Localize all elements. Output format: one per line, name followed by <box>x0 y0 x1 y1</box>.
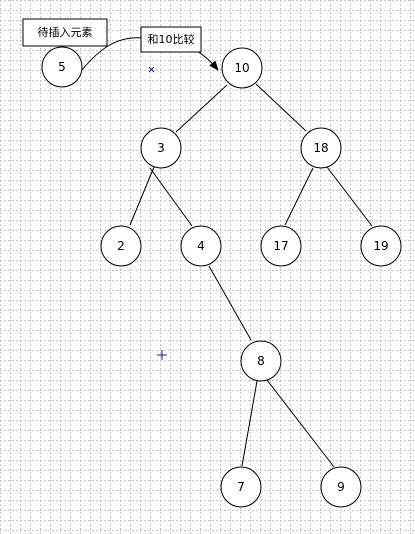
node-18-value: 18 <box>313 141 328 155</box>
tree-edges <box>129 83 373 468</box>
node-9: 9 <box>320 466 362 508</box>
pending-value: 5 <box>58 60 66 74</box>
edge-8-9 <box>266 379 335 468</box>
pending-caption-box: 待插入元素 <box>22 18 108 47</box>
edge-4-8 <box>208 265 252 341</box>
node-7-value: 7 <box>237 480 245 494</box>
crosshair-icon <box>157 350 167 360</box>
node-3: 3 <box>140 127 182 169</box>
node-18: 18 <box>300 127 342 169</box>
node-2-value: 2 <box>117 239 125 253</box>
pending-node: 5 <box>41 46 83 88</box>
node-17: 17 <box>260 225 302 267</box>
node-2: 2 <box>100 225 142 267</box>
node-7: 7 <box>220 466 262 508</box>
edge-3-4 <box>149 167 193 227</box>
node-4-value: 4 <box>197 239 205 253</box>
cross-marker-icon <box>148 66 155 73</box>
node-9-value: 9 <box>337 480 345 494</box>
edge-10-3 <box>175 84 228 133</box>
node-19: 19 <box>360 225 402 267</box>
edge-8-7 <box>241 380 258 467</box>
node-4: 4 <box>180 225 222 267</box>
node-10-value: 10 <box>234 61 249 75</box>
edge-10-18 <box>255 83 307 132</box>
node-10: 10 <box>221 47 263 89</box>
edge-18-17 <box>284 167 314 226</box>
edge-3-2 <box>129 166 155 226</box>
compare-caption-box: 和10比较 <box>140 26 202 53</box>
node-8: 8 <box>240 340 282 382</box>
node-17-value: 17 <box>273 239 288 253</box>
node-19-value: 19 <box>373 239 388 253</box>
pending-caption: 待插入元素 <box>38 25 93 39</box>
node-8-value: 8 <box>257 354 265 368</box>
compare-caption: 和10比较 <box>148 32 195 46</box>
edge-18-19 <box>326 166 373 227</box>
node-3-value: 3 <box>157 141 165 155</box>
